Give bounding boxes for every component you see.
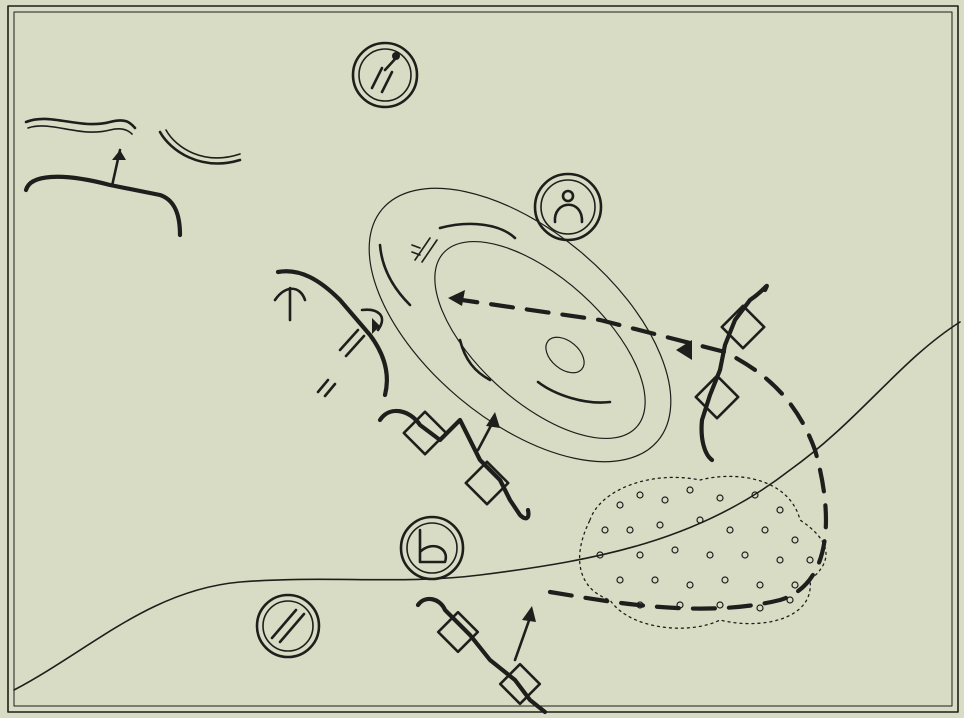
dashed-pathway [448,298,826,609]
frame-border [8,6,958,712]
middle-ellipse [402,207,678,473]
diamond-chain-middle [380,411,528,518]
circle-symbol-b [401,517,463,579]
diamond-chain-right [696,286,767,460]
circle-symbol-top [353,43,417,107]
inner-ellipse [539,330,591,380]
receptor-left-curved [275,271,387,396]
dashed-arrowhead-left [448,290,465,306]
membrane-fragments [380,224,610,403]
circle-symbol-a [535,174,601,240]
diamond-chain-bottom [418,599,545,712]
dotted-cluster [580,476,826,628]
frame-inner-border [14,12,952,706]
receptor-top-left [26,119,240,235]
circle-symbol-bottom [257,595,319,657]
